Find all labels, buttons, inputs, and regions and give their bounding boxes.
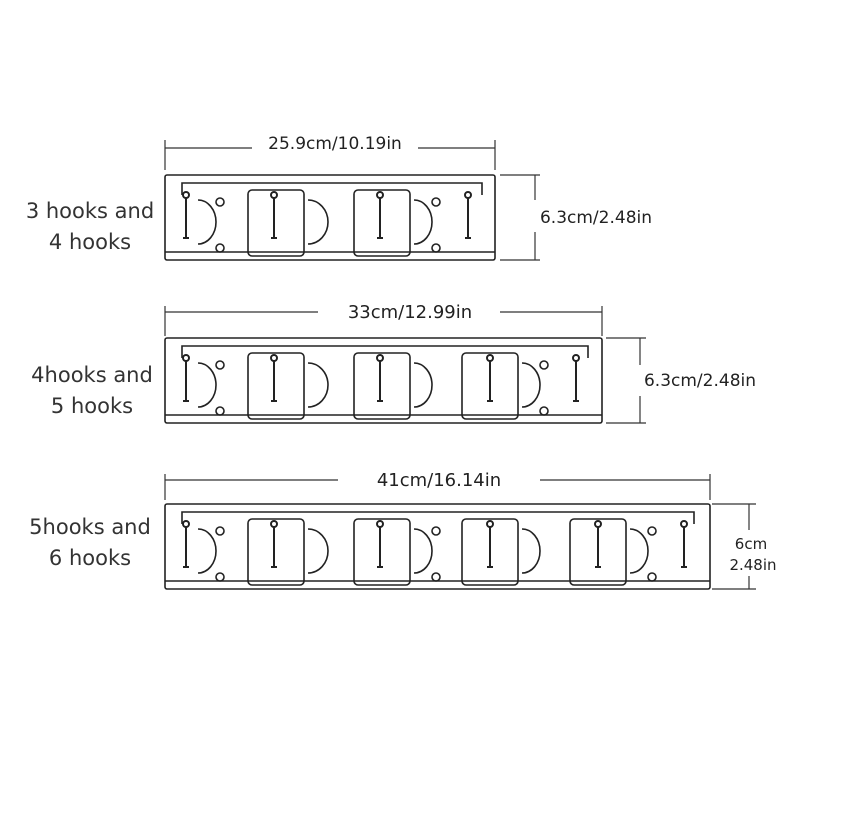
rack-3: 5hooks and 6 hooks 41cm/16.14in 6cm 2.48… <box>29 470 777 590</box>
rack-2-label-line-1: 4hooks and <box>31 363 153 387</box>
rack-1-label-line-1: 3 hooks and <box>26 199 154 223</box>
rack-2-clips <box>247 352 519 420</box>
rack-1-rollers <box>197 197 441 253</box>
rack-3-rollers <box>197 526 657 582</box>
rack-3-width-label: 41cm/16.14in <box>377 470 501 491</box>
rack-2-hooks <box>182 354 580 402</box>
rack-3-height-dimension <box>712 503 756 590</box>
rack-1-clips <box>247 189 411 257</box>
rack-1-label-line-2: 4 hooks <box>49 230 131 254</box>
rack-3-height-label-line-1: 6cm <box>735 535 767 553</box>
rack-2-rollers <box>197 360 549 416</box>
rack-1: 3 hooks and 4 hooks 25.9cm/10.19in 6.3cm… <box>26 134 652 261</box>
rack-2-height-dimension <box>606 337 646 424</box>
rack-3-width-dimension <box>164 474 711 500</box>
rack-2-height-label: 6.3cm/2.48in <box>644 371 756 391</box>
rack-2-width-dimension <box>164 306 603 336</box>
rack-3-clips <box>247 518 627 586</box>
rack-1-height-dimension <box>500 174 540 261</box>
rack-3-label-line-1: 5hooks and <box>29 515 151 539</box>
rack-3-height-label-line-2: 2.48in <box>729 556 776 574</box>
rack-2-body <box>164 337 603 424</box>
rack-1-width-dimension <box>164 140 496 170</box>
rack-3-label-line-2: 6 hooks <box>49 546 131 570</box>
rack-3-body <box>164 503 711 590</box>
rack-1-hooks <box>182 191 472 239</box>
rack-2-label-line-2: 5 hooks <box>51 394 133 418</box>
rack-2: 4hooks and 5 hooks 33cm/12.99in 6.3cm/2.… <box>31 302 756 424</box>
rack-1-width-label: 25.9cm/10.19in <box>268 134 402 154</box>
rack-1-body <box>164 174 496 261</box>
rack-3-hooks <box>182 520 688 568</box>
rack-1-height-label: 6.3cm/2.48in <box>540 208 652 228</box>
rack-2-width-label: 33cm/12.99in <box>348 302 472 323</box>
